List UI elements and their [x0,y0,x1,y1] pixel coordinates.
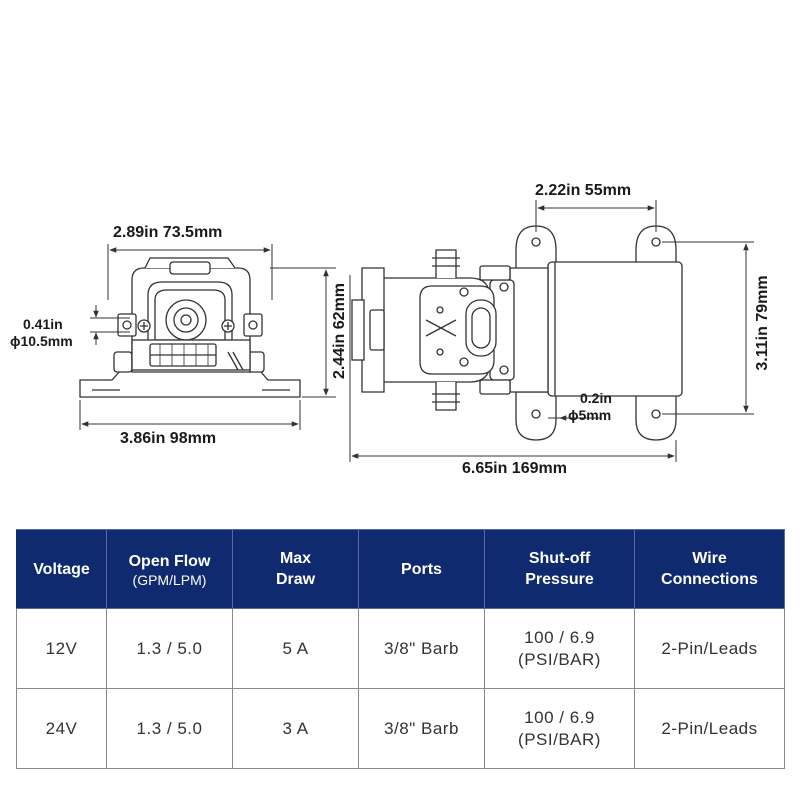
header-wire-connections: Wire Connections [634,529,785,609]
cell-voltage: 24V [16,688,107,769]
inlet-diameter-label: 0.41in ϕ10.5mm [10,316,73,350]
hole-diameter-in: 0.2in [580,390,612,406]
cell-ports: 3/8" Barb [358,688,485,769]
hole-diameter-label: 0.2in ϕ5mm [568,390,612,424]
table-row: 24V 1.3 / 5.0 3 A 3/8" Barb 100 / 6.9 (P… [16,688,785,769]
cell-wire-connections: 2-Pin/Leads [634,688,785,769]
cell-ports: 3/8" Barb [358,608,485,689]
cell-wire-connections: 2-Pin/Leads [634,608,785,689]
side-height-label: 3.11in 79mm [754,275,771,371]
side-view [351,225,683,441]
header-ports: Ports [358,529,485,609]
header-voltage: Voltage [16,529,107,609]
hole-diameter-mm: ϕ5mm [568,407,612,423]
cell-voltage: 12V [16,608,107,689]
cell-open-flow: 1.3 / 5.0 [106,688,233,769]
spec-table-header-row: Voltage Open Flow(GPM/LPM) Max Draw Port… [16,529,785,609]
header-open-flow: Open Flow(GPM/LPM) [106,529,233,609]
spec-table: Voltage Open Flow(GPM/LPM) Max Draw Port… [16,529,785,769]
base-width-label: 3.86in 98mm [120,430,217,447]
front-width-label: 2.89in 73.5mm [113,224,223,241]
header-open-flow-unit: (GPM/LPM) [132,571,207,588]
overall-length-label: 6.65in 169mm [462,460,567,477]
cell-open-flow: 1.3 / 5.0 [106,608,233,689]
inlet-diameter-mm: ϕ10.5mm [10,333,73,349]
side-view-dimension-lines [349,200,754,462]
pump-dimension-drawing [79,200,754,462]
table-row: 12V 1.3 / 5.0 5 A 3/8" Barb 100 / 6.9 (P… [16,608,785,689]
cell-max-draw: 5 A [232,608,359,689]
front-view [79,257,301,398]
cell-shutoff-pressure: 100 / 6.9 (PSI/BAR) [484,688,635,769]
mount-spacing-label: 2.22in 55mm [535,182,632,199]
cell-shutoff-pressure: 100 / 6.9 (PSI/BAR) [484,608,635,689]
front-height-label: 2.44in 62mm [331,282,348,380]
cell-max-draw: 3 A [232,688,359,769]
header-max-draw: Max Draw [232,529,359,609]
header-shutoff-pressure: Shut-off Pressure [484,529,635,609]
front-view-dimension-lines [79,244,336,430]
inlet-diameter-in: 0.41in [23,316,63,332]
